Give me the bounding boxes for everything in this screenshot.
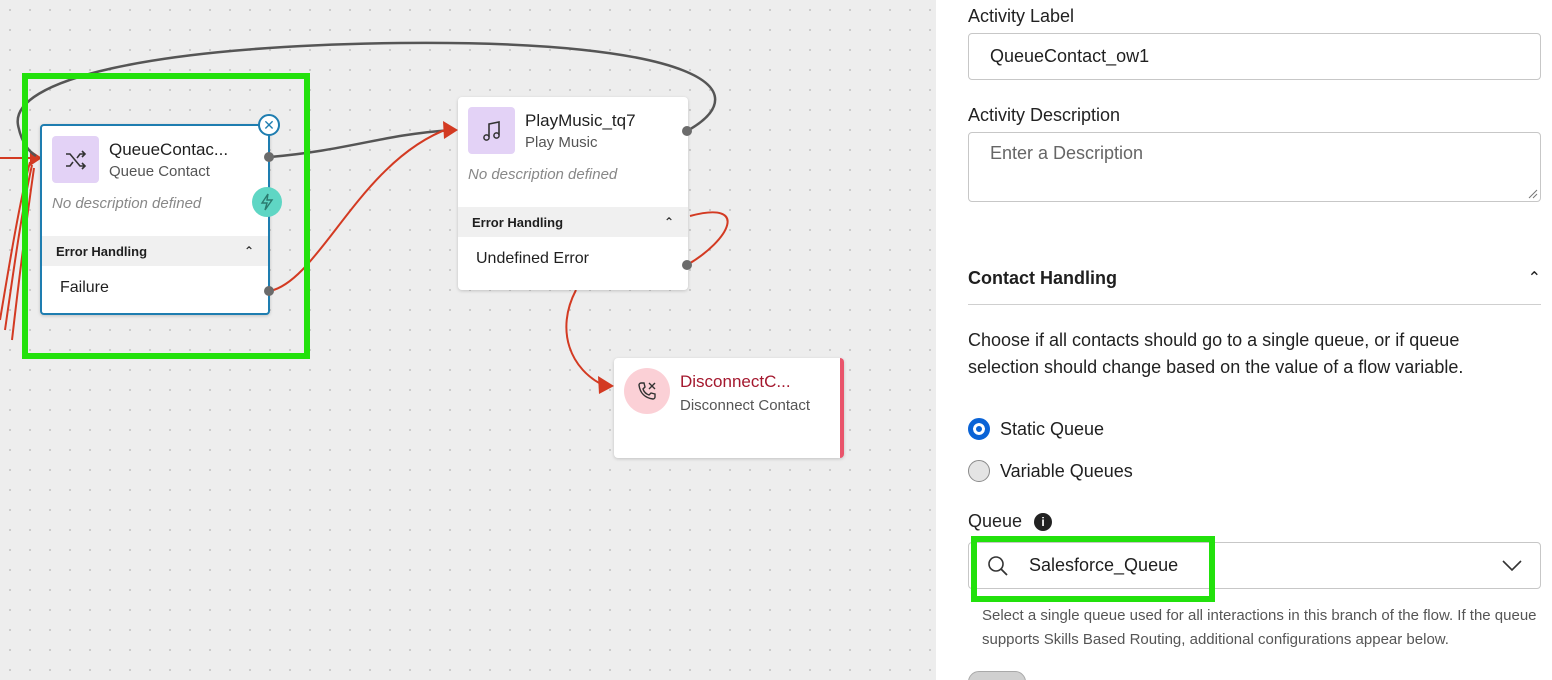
node-title: PlayMusic_tq7 [525,111,636,130]
node-title: DisconnectC... [680,372,791,391]
play-music-node[interactable]: PlayMusic_tq7 Play Music No description … [458,97,688,290]
music-note-icon [468,107,515,154]
toggle-switch[interactable] [968,671,1026,680]
search-icon [988,555,1008,576]
contact-handling-text: Choose if all contacts should go to a si… [968,330,1464,377]
radio-variable-queues[interactable]: Variable Queues [968,460,1133,482]
queue-label: Queue i [968,511,1053,532]
radio-label: Static Queue [1000,418,1105,439]
error-handling-header[interactable]: Error Handling ⌃ [42,236,268,266]
info-icon[interactable]: i [1034,512,1053,531]
error-handling-header[interactable]: Error Handling ⌃ [458,207,688,237]
radio-static-queue[interactable]: Static Queue [968,418,1104,440]
error-handling-label: Error Handling [56,243,148,259]
activity-description-heading: Activity Description [968,105,1121,125]
radio-label: Variable Queues [1000,460,1133,481]
node-description: No description defined [468,166,618,183]
queue-contact-node[interactable]: QueueContac... Queue Contact No descript… [40,124,270,315]
error-handling-label: Error Handling [472,214,564,230]
contact-handling-title: Contact Handling [968,268,1117,288]
connection-wires [0,41,729,394]
output-port[interactable] [682,126,692,136]
contact-handling-header[interactable]: Contact Handling ⌃ [968,268,1541,305]
node-description: No description defined [52,195,202,212]
failure-port[interactable] [264,286,274,296]
node-title: QueueContac... [109,140,229,159]
node-subtitle: Disconnect Contact [680,397,811,414]
phone-hangup-icon [624,368,670,414]
chevron-up-icon[interactable]: ⌃ [663,215,674,229]
close-icon[interactable]: ✕ [258,114,280,136]
flow-canvas[interactable]: QueueContac... Queue Contact No descript… [0,0,936,680]
queue-highlight [971,536,1215,602]
description-placeholder: Enter a Description [990,143,1144,163]
queue-value: Salesforce_Queue [1029,555,1179,575]
activity-label-heading: Activity Label [968,6,1075,26]
chevron-down-icon[interactable] [1502,559,1522,572]
chevron-up-icon[interactable]: ⌃ [243,244,254,258]
queue-label-text: Queue [968,511,1023,531]
radio-unchecked[interactable] [968,460,990,482]
activity-description-textarea[interactable]: Enter a Description [968,132,1541,202]
lightning-icon[interactable] [252,187,282,217]
node-subtitle: Play Music [525,134,598,151]
output-port[interactable] [264,152,274,162]
resize-handle-icon[interactable] [1526,187,1538,199]
node-subtitle: Queue Contact [109,163,210,180]
shuffle-icon [52,136,99,183]
activity-label-value: QueueContact_ow1 [990,46,1150,66]
selection-highlight [22,73,310,359]
queue-help-text: Select a single queue used for all inter… [982,607,1537,648]
chevron-up-icon[interactable]: ⌃ [1527,270,1541,287]
error-item-undefined: Undefined Error [476,250,589,267]
error-item-failure: Failure [60,279,109,296]
queue-select[interactable]: Salesforce_Queue [968,542,1541,589]
error-port[interactable] [682,260,692,270]
radio-checked[interactable] [968,418,990,440]
properties-panel: Activity Label QueueContact_ow1 Activity… [936,0,1552,680]
disconnect-contact-node[interactable]: DisconnectC... Disconnect Contact [614,358,844,458]
activity-label-input[interactable]: QueueContact_ow1 [968,33,1541,80]
